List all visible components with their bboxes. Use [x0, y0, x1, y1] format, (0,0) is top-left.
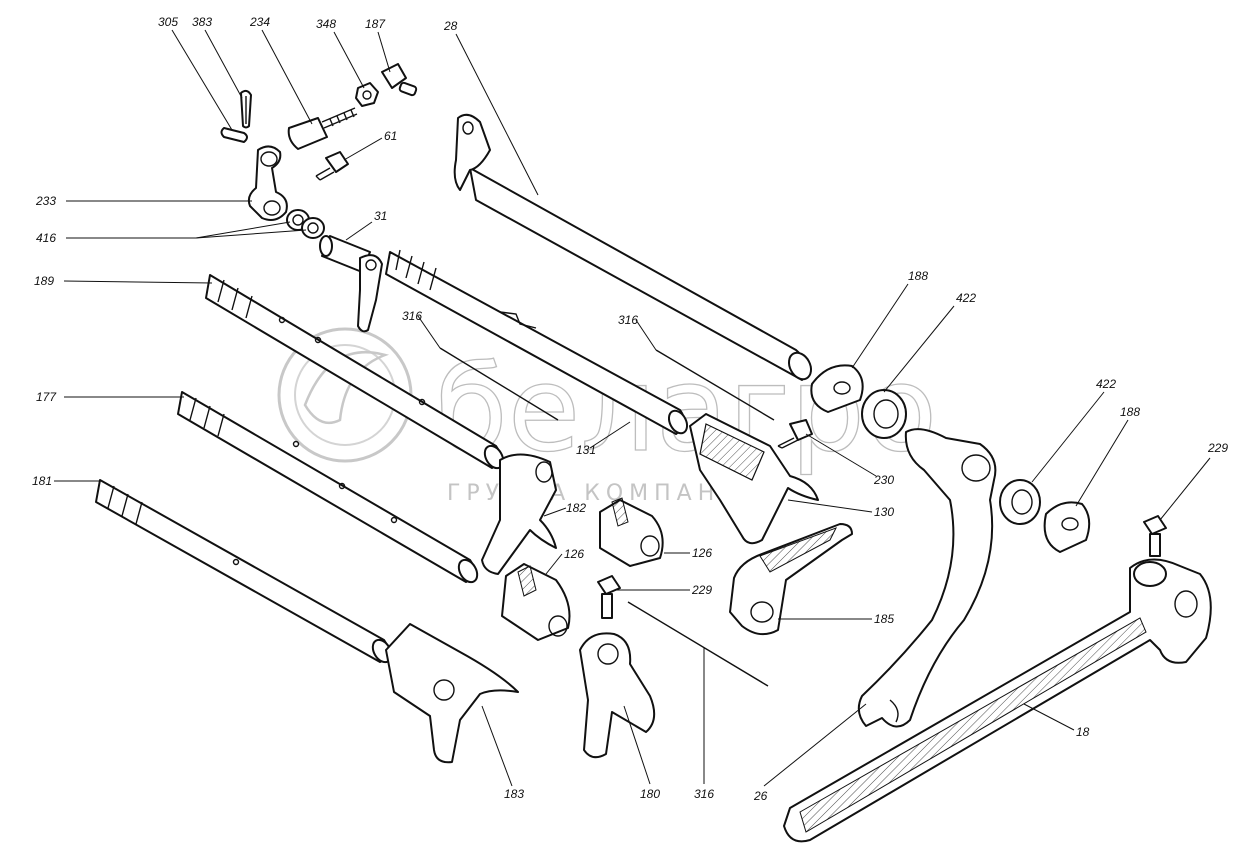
callout-189: 189 — [34, 274, 54, 288]
callout-422-a: 422 — [956, 291, 976, 305]
callout-348: 348 — [316, 17, 336, 31]
callout-416: 416 — [36, 231, 56, 245]
part-18-lever — [783, 558, 1212, 843]
part-316-pin-a — [439, 347, 559, 421]
part-61-bolt — [315, 151, 349, 181]
callout-316-c: 316 — [694, 787, 714, 801]
callout-labels: 305 383 234 348 187 28 61 233 416 31 189… — [32, 15, 1228, 803]
part-187-tip — [381, 63, 418, 97]
part-28-shaft — [453, 113, 813, 381]
part-316-pin-c — [627, 601, 769, 687]
part-26-lever — [857, 428, 997, 728]
callout-188-a: 188 — [908, 269, 928, 283]
callout-383: 383 — [192, 15, 212, 29]
callout-180: 180 — [640, 787, 660, 801]
part-230-bolt — [777, 419, 813, 449]
part-422-bearing-a — [861, 389, 907, 439]
part-188-washer-b — [1043, 501, 1091, 553]
part-182-fork — [481, 453, 557, 575]
part-31-shaft — [319, 235, 383, 333]
part-305-pin — [220, 127, 248, 143]
callout-183: 183 — [504, 787, 524, 801]
part-229-bolt-b — [1143, 515, 1167, 557]
callout-131: 131 — [576, 443, 596, 457]
callout-316-a: 316 — [402, 309, 422, 323]
callout-26: 26 — [753, 789, 768, 803]
part-348-nut — [355, 82, 379, 107]
part-185-lever — [729, 523, 853, 636]
part-422-bearing-b — [999, 479, 1041, 525]
callout-187: 187 — [365, 17, 386, 31]
part-316-pin-b — [655, 349, 775, 421]
callout-61: 61 — [384, 129, 397, 143]
part-383-cotter-pin — [240, 89, 252, 129]
callout-229-b: 229 — [691, 583, 712, 597]
callout-185: 185 — [874, 612, 894, 626]
callout-181: 181 — [32, 474, 52, 488]
part-126-block-b — [501, 563, 571, 641]
part-180-fork — [579, 632, 656, 759]
callout-234: 234 — [249, 15, 270, 29]
watermark: белагро ГРУППА КОМПАНИЙ — [277, 327, 938, 506]
callout-177: 177 — [36, 390, 57, 404]
callout-182: 182 — [566, 501, 586, 515]
callout-229-a: 229 — [1207, 441, 1228, 455]
callout-316-b: 316 — [618, 313, 638, 327]
callout-422-b: 422 — [1096, 377, 1116, 391]
part-234-adjusting-screw — [287, 107, 358, 150]
callout-130: 130 — [874, 505, 894, 519]
callout-31: 31 — [374, 209, 387, 223]
callout-188-b: 188 — [1120, 405, 1140, 419]
callout-126-a: 126 — [692, 546, 712, 560]
part-130-fork — [689, 413, 819, 545]
part-183-fork — [385, 623, 519, 764]
part-188-washer-a — [810, 364, 864, 413]
callout-230: 230 — [873, 473, 894, 487]
callout-28: 28 — [443, 19, 458, 33]
part-131-rod — [385, 249, 689, 435]
part-126-block-a — [599, 497, 664, 567]
part-416-washers — [286, 209, 325, 239]
part-229-bolt-a — [597, 575, 621, 619]
part-233-lever — [247, 145, 288, 221]
callout-18: 18 — [1076, 725, 1090, 739]
part-177-rod — [177, 391, 479, 584]
callout-233: 233 — [35, 194, 56, 208]
leader-lines — [54, 29, 1211, 787]
callout-126-b: 126 — [564, 547, 584, 561]
callout-305: 305 — [158, 15, 178, 29]
